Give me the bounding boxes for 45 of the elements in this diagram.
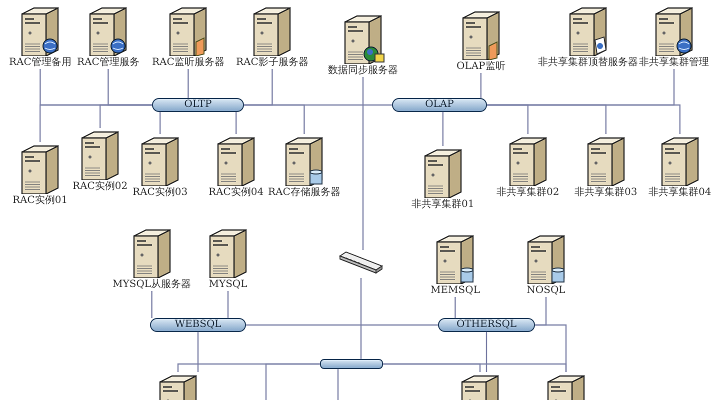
connector-line [487, 104, 680, 134]
server-label: 非共享集群管理 [639, 56, 709, 69]
connector-line [236, 112, 237, 134]
network-bus: WEBSQL [150, 318, 246, 332]
server-label: OLAP监听 [456, 60, 506, 73]
server-label: 数据同步服务器 [328, 64, 398, 77]
server-label: MYSQL从服务器 [112, 278, 192, 291]
server-label: 非共享集群01 [412, 198, 474, 211]
connector-line [442, 112, 444, 146]
server-label: RAC存储服务器 [268, 186, 340, 199]
connector-line [246, 324, 438, 326]
connector-line [160, 112, 161, 134]
server-label: RAC实例04 [208, 186, 264, 199]
server-label: 非共享集群02 [496, 186, 560, 199]
server-label: RAC管理备用 [9, 56, 72, 69]
network-bus: OLTP [152, 98, 244, 112]
connector-line [362, 77, 364, 250]
server-label: RAC实例01 [12, 194, 68, 207]
connector-line [265, 363, 320, 400]
server-label: RAC影子服务器 [236, 56, 308, 69]
server-label: MEMSQL [430, 284, 480, 297]
server-label: RAC监听服务器 [152, 56, 224, 69]
connector-line [535, 324, 567, 372]
connector-line [454, 297, 456, 318]
server-label: MYSQL [208, 278, 248, 291]
connector-line [337, 369, 339, 400]
connector-line [486, 332, 488, 372]
connector-line [100, 104, 152, 128]
server-label: NOSQL [526, 284, 566, 297]
network-bus: OLAP [392, 98, 487, 112]
server-label: 非共享集群顶替服务器 [538, 56, 638, 69]
connector-line [244, 104, 392, 106]
connector-line [360, 278, 362, 359]
server-label: RAC实例03 [132, 186, 188, 199]
server-label: RAC实例02 [72, 180, 128, 193]
connector-line [188, 69, 189, 98]
network-bus: OTHERSQL [438, 318, 535, 332]
connector-line [197, 332, 199, 372]
server-label: RAC管理服务 [77, 56, 140, 69]
network-bar [320, 359, 383, 369]
server-label: 非共享集群03 [574, 186, 638, 199]
server-label: 非共享集群04 [648, 186, 711, 199]
connector-line [227, 291, 229, 318]
connector-line [151, 291, 152, 318]
connector-line [480, 73, 482, 98]
